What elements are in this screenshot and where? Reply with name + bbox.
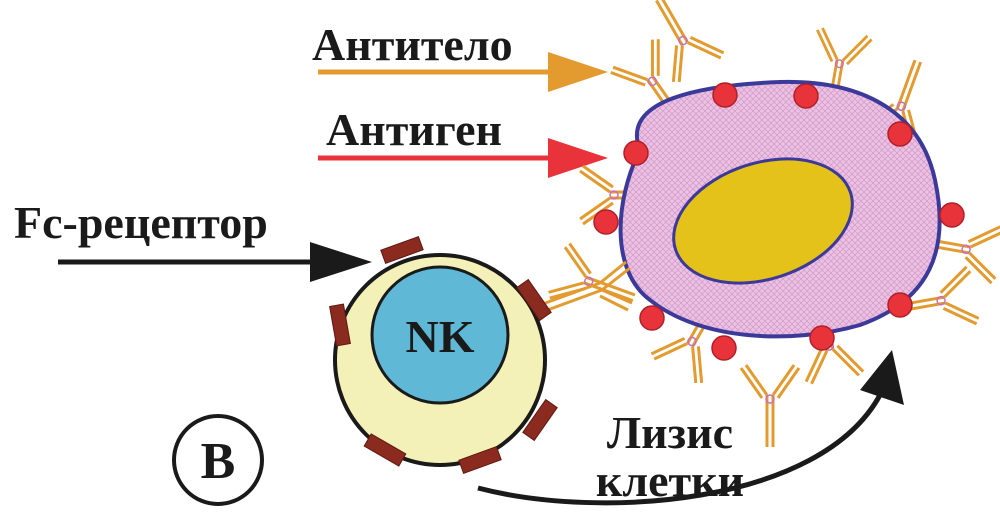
nk-cell: NK (335, 255, 545, 465)
antigen-dot (888, 293, 912, 317)
label-antigen: Антиген (326, 104, 502, 155)
antigen-dot (712, 336, 736, 360)
antigen-dot (713, 83, 737, 107)
label-antibody: Антитело (312, 19, 513, 70)
panel-letter: B (201, 433, 236, 490)
label-fc-receptor: Fc-рецептор (14, 197, 268, 248)
antibody-9 (741, 365, 799, 447)
fc-receptor-arrow (58, 242, 372, 282)
antigen-dot (794, 84, 818, 108)
label-lysis-line1: Лизис (607, 407, 733, 458)
label-lysis-line2: клетки (596, 455, 744, 506)
antibody-2 (634, 0, 725, 84)
antigen-dot (940, 203, 964, 227)
panel-label: B (174, 416, 262, 504)
antigen-dot (810, 326, 834, 350)
antigen-dot (594, 210, 618, 234)
label-nk: NK (406, 311, 475, 362)
antigen-dot (640, 306, 664, 330)
antigen-dot (624, 141, 648, 165)
antigen-dot (888, 122, 912, 146)
